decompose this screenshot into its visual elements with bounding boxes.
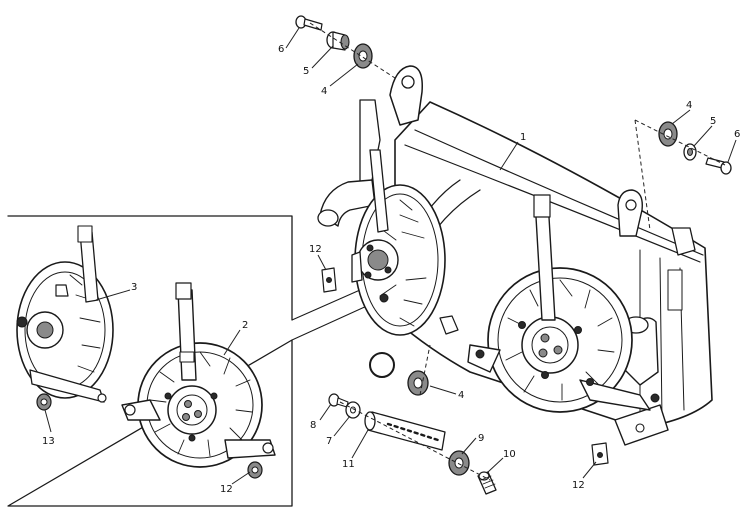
callout-9: 9 bbox=[478, 433, 484, 444]
callout-2: 2 bbox=[242, 320, 248, 331]
callout-13: 13 bbox=[42, 436, 55, 447]
grommet-part-4-bottom bbox=[407, 370, 429, 396]
inset-fan-assembly-3 bbox=[16, 225, 114, 403]
callout-12-inset: 12 bbox=[220, 484, 233, 495]
inset-connector-line bbox=[291, 289, 361, 321]
callout-1: 1 bbox=[520, 132, 526, 143]
screw-part-13-inset bbox=[36, 393, 52, 411]
screw-part-6-bottom bbox=[328, 393, 349, 408]
mounted-fan-left bbox=[351, 149, 459, 336]
leader-lines bbox=[44, 27, 737, 485]
inset-fan-assembly-2 bbox=[121, 282, 276, 468]
callout-7: 7 bbox=[326, 436, 332, 447]
grommet-part-4-top bbox=[353, 43, 373, 69]
callout-12-left: 12 bbox=[309, 244, 322, 255]
callout-5-top: 5 bbox=[303, 66, 309, 77]
stud-part-10 bbox=[477, 471, 497, 495]
mounted-fan-right bbox=[467, 194, 660, 413]
grommet-part-4-right bbox=[658, 121, 678, 147]
screw-part-12-inset bbox=[247, 461, 263, 479]
callout-5-right: 5 bbox=[710, 116, 716, 127]
right-eyelet-bracket bbox=[617, 189, 643, 237]
spacer-part-5-top bbox=[326, 31, 350, 51]
callout-4-top: 4 bbox=[321, 86, 327, 97]
clip-nut-part-12-bottom bbox=[591, 442, 609, 466]
screw-part-6-top bbox=[295, 15, 323, 31]
callout-8: 8 bbox=[310, 420, 316, 431]
callout-11: 11 bbox=[342, 459, 355, 470]
callout-12-bottom: 12 bbox=[572, 480, 585, 491]
washer-part-7 bbox=[345, 401, 361, 419]
bottom-bracket bbox=[614, 404, 669, 446]
grommet-part-9 bbox=[448, 450, 470, 476]
spacer-part-5-right bbox=[683, 143, 697, 161]
callout-4-bottom: 4 bbox=[458, 390, 464, 401]
radiator-hose-bracket bbox=[671, 227, 696, 256]
callout-6-top: 6 bbox=[278, 44, 284, 55]
clip-nut-part-12-left bbox=[321, 267, 337, 293]
sleeve-part-11 bbox=[364, 411, 446, 451]
callout-3: 3 bbox=[131, 282, 137, 293]
o-ring-left bbox=[369, 352, 395, 378]
callout-4-right: 4 bbox=[686, 100, 692, 111]
callout-6-right: 6 bbox=[734, 129, 740, 140]
screw-part-6-right bbox=[705, 157, 732, 175]
radiator-pipe-left bbox=[317, 179, 376, 227]
callout-10: 10 bbox=[503, 449, 516, 460]
